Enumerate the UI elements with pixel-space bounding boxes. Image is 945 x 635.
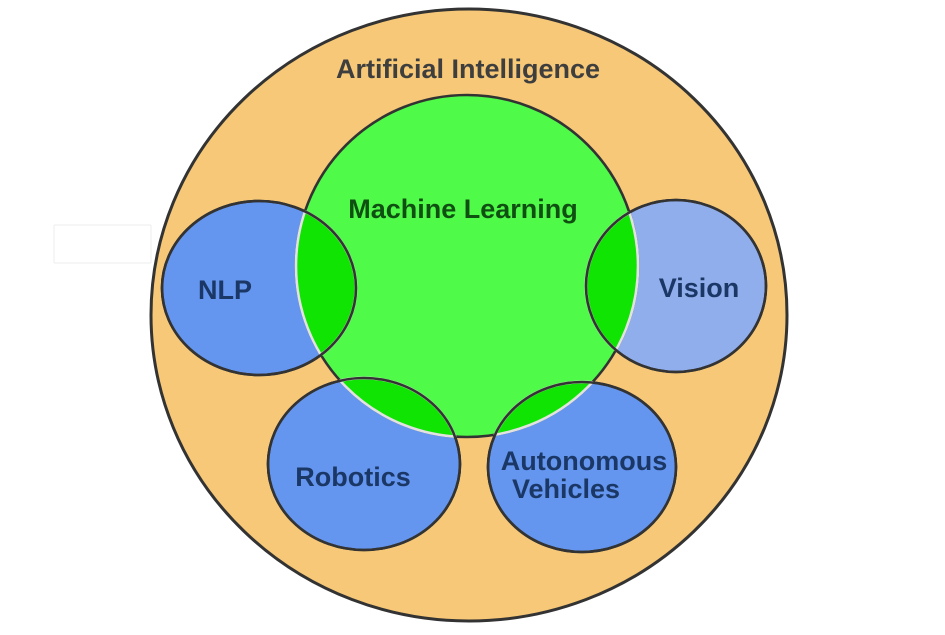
ml-arc-over-vision bbox=[586, 200, 640, 372]
robotics-circle-outline bbox=[266, 376, 462, 552]
ml-arc-over-nlp bbox=[294, 201, 356, 375]
autonomous-vehicles-label-line2: Vehicles bbox=[512, 474, 620, 504]
autonomous-vehicles-circle-outline bbox=[486, 380, 678, 554]
autonomous-vehicles-label-line1: Autonomous bbox=[501, 446, 667, 476]
robotics-label: Robotics bbox=[295, 462, 411, 492]
nlp-circle-outline bbox=[160, 199, 358, 377]
vision-circle-outline bbox=[584, 198, 768, 374]
machine-learning-label: Machine Learning bbox=[348, 194, 578, 224]
nlp-label: NLP bbox=[198, 275, 252, 305]
empty-label-box bbox=[53, 224, 152, 264]
vision-label: Vision bbox=[659, 273, 740, 303]
artificial-intelligence-label: Artificial Intelligence bbox=[336, 54, 600, 84]
